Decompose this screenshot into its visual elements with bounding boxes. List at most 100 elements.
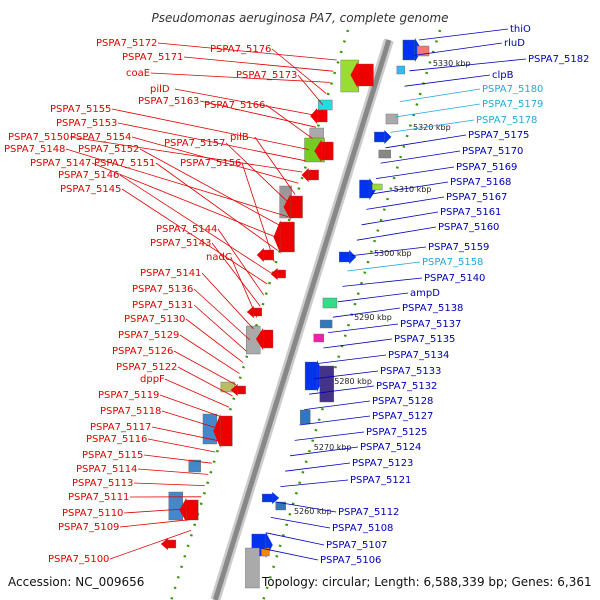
right-leader-line bbox=[414, 42, 503, 56]
reverse-gene-13-arrow bbox=[246, 306, 254, 318]
left-gene-label: PSPA7_5122 bbox=[116, 362, 177, 373]
left-leader-line bbox=[193, 288, 251, 341]
right-leader-line bbox=[352, 246, 427, 256]
reverse-gene-13 bbox=[253, 307, 263, 317]
forward-gene-13 bbox=[319, 365, 335, 403]
tick-label: 5280 kbp bbox=[334, 377, 372, 386]
left-leader-line bbox=[155, 162, 278, 251]
right-gene-label: PSPA7_5128 bbox=[372, 396, 433, 407]
left-leader-line bbox=[69, 136, 303, 173]
reverse-gene-6 bbox=[321, 141, 334, 161]
right-gene-label: PSPA7_5133 bbox=[380, 366, 441, 377]
reverse-gene-23 bbox=[167, 539, 177, 549]
reverse-gene-7 bbox=[308, 169, 319, 181]
left-gene-label: PSPA7_5155 bbox=[50, 104, 111, 115]
map-title: Pseudomonas aeruginosa PA7, complete gen… bbox=[151, 11, 448, 25]
left-leader-line bbox=[241, 162, 275, 262]
left-gene-label: PSPA7_5144 bbox=[156, 224, 217, 235]
left-leader-line bbox=[183, 56, 334, 72]
accession-text: Accession: NC_009656 bbox=[8, 575, 144, 589]
right-leader-line bbox=[261, 547, 319, 561]
left-leader-line bbox=[217, 228, 265, 296]
right-leader-line bbox=[347, 261, 421, 272]
right-gene-label: ampD bbox=[410, 288, 440, 299]
left-leader-line bbox=[150, 72, 330, 83]
reverse-gene-15-arrow bbox=[256, 328, 263, 350]
right-gene-label: PSPA7_5123 bbox=[352, 458, 413, 469]
left-gene-label: PSPA7_5153 bbox=[56, 118, 117, 129]
reverse-gene-17-arrow bbox=[230, 384, 238, 396]
forward-gene-1 bbox=[416, 45, 430, 57]
left-leader-line bbox=[230, 256, 258, 318]
right-leader-line bbox=[385, 134, 467, 149]
left-leader-line bbox=[151, 426, 219, 442]
right-gene-label: PSPA7_5138 bbox=[402, 303, 463, 314]
right-leader-line bbox=[299, 415, 371, 426]
left-leader-line bbox=[297, 74, 324, 106]
reverse-gene-9 bbox=[290, 195, 303, 219]
left-gene-label: pilB bbox=[230, 132, 249, 143]
left-leader-line bbox=[271, 48, 327, 94]
left-gene-label: PSPA7_5116 bbox=[86, 434, 147, 445]
left-gene-label: dppF bbox=[140, 374, 165, 385]
left-leader-line bbox=[211, 242, 261, 307]
right-gene-label: rluD bbox=[504, 38, 525, 49]
left-gene-label: PSPA7_5166 bbox=[204, 100, 265, 111]
reverse-gene-22-arrow bbox=[179, 498, 187, 522]
left-leader-line bbox=[109, 530, 192, 560]
right-gene-label: PSPA7_5135 bbox=[394, 334, 455, 345]
right-gene-label: PSPA7_5132 bbox=[376, 381, 437, 392]
right-leader-line bbox=[380, 150, 461, 164]
left-leader-line bbox=[143, 454, 212, 464]
right-gene-label: PSPA7_5124 bbox=[360, 442, 421, 453]
tick-label: 5330 kbp bbox=[433, 59, 471, 68]
left-gene-label: PSPA7_5111 bbox=[68, 492, 129, 503]
left-gene-label: PSPA7_5141 bbox=[140, 268, 201, 279]
left-gene-label: PSPA7_5145 bbox=[60, 184, 121, 195]
right-leader-line bbox=[418, 28, 509, 41]
right-leader-line bbox=[285, 462, 351, 472]
left-gene-label: PSPA7_5129 bbox=[118, 330, 179, 341]
right-leader-line bbox=[270, 517, 331, 529]
right-gene-label: PSPA7_5182 bbox=[528, 54, 589, 65]
forward-gene-14 bbox=[300, 409, 311, 425]
right-leader-line bbox=[332, 307, 401, 318]
right-leader-line bbox=[371, 181, 449, 195]
forward-gene-3 bbox=[385, 113, 399, 125]
tick-label: 5290 kbp bbox=[354, 313, 392, 322]
left-gene-label: PSPA7_5171 bbox=[122, 52, 183, 63]
left-gene-label: PSPA7_5119 bbox=[98, 390, 159, 401]
forward-gene-5 bbox=[378, 149, 391, 159]
right-leader-line bbox=[294, 431, 365, 441]
left-leader-line bbox=[173, 350, 237, 386]
right-gene-label: PSPA7_5106 bbox=[320, 555, 381, 566]
forward-gene-8 bbox=[338, 251, 350, 263]
right-gene-label: PSPA7_5158 bbox=[422, 257, 483, 268]
right-gene-label: PSPA7_5170 bbox=[462, 146, 523, 157]
left-gene-label: PSPA7_5117 bbox=[90, 422, 151, 433]
right-leader-line bbox=[275, 501, 337, 513]
reverse-gene-12 bbox=[277, 269, 286, 279]
forward-gene-8-arrow bbox=[349, 250, 357, 264]
left-leader-line bbox=[119, 174, 271, 274]
right-gene-label: PSPA7_5107 bbox=[326, 540, 387, 551]
right-gene-label: PSPA7_5108 bbox=[332, 523, 393, 534]
left-gene-label: PSPA7_5157 bbox=[164, 138, 225, 149]
right-gene-label: PSPA7_5160 bbox=[438, 222, 499, 233]
left-leader-line bbox=[147, 438, 216, 453]
right-gene-label: PSPA7_5159 bbox=[428, 242, 489, 253]
left-leader-line bbox=[91, 162, 282, 240]
left-gene-label: PSPA7_5136 bbox=[132, 284, 193, 295]
forward-gene-4 bbox=[374, 131, 385, 143]
reverse-gene-15 bbox=[262, 329, 274, 349]
right-gene-label: PSPA7_5178 bbox=[476, 115, 537, 126]
reverse-gene-23-arrow bbox=[160, 538, 168, 550]
forward-gene-2 bbox=[396, 65, 406, 75]
right-leader-line bbox=[289, 446, 359, 457]
reverse-gene-1 bbox=[357, 63, 374, 87]
reverse-gene-4 bbox=[309, 127, 324, 139]
left-gene-label: PSPA7_5115 bbox=[82, 450, 143, 461]
right-gene-labels: thiOrluDPSPA7_5182clpBPSPA7_5180PSPA7_51… bbox=[261, 24, 589, 566]
left-leader-line bbox=[133, 482, 205, 486]
left-gene-label: PSPA7_5100 bbox=[48, 554, 109, 565]
